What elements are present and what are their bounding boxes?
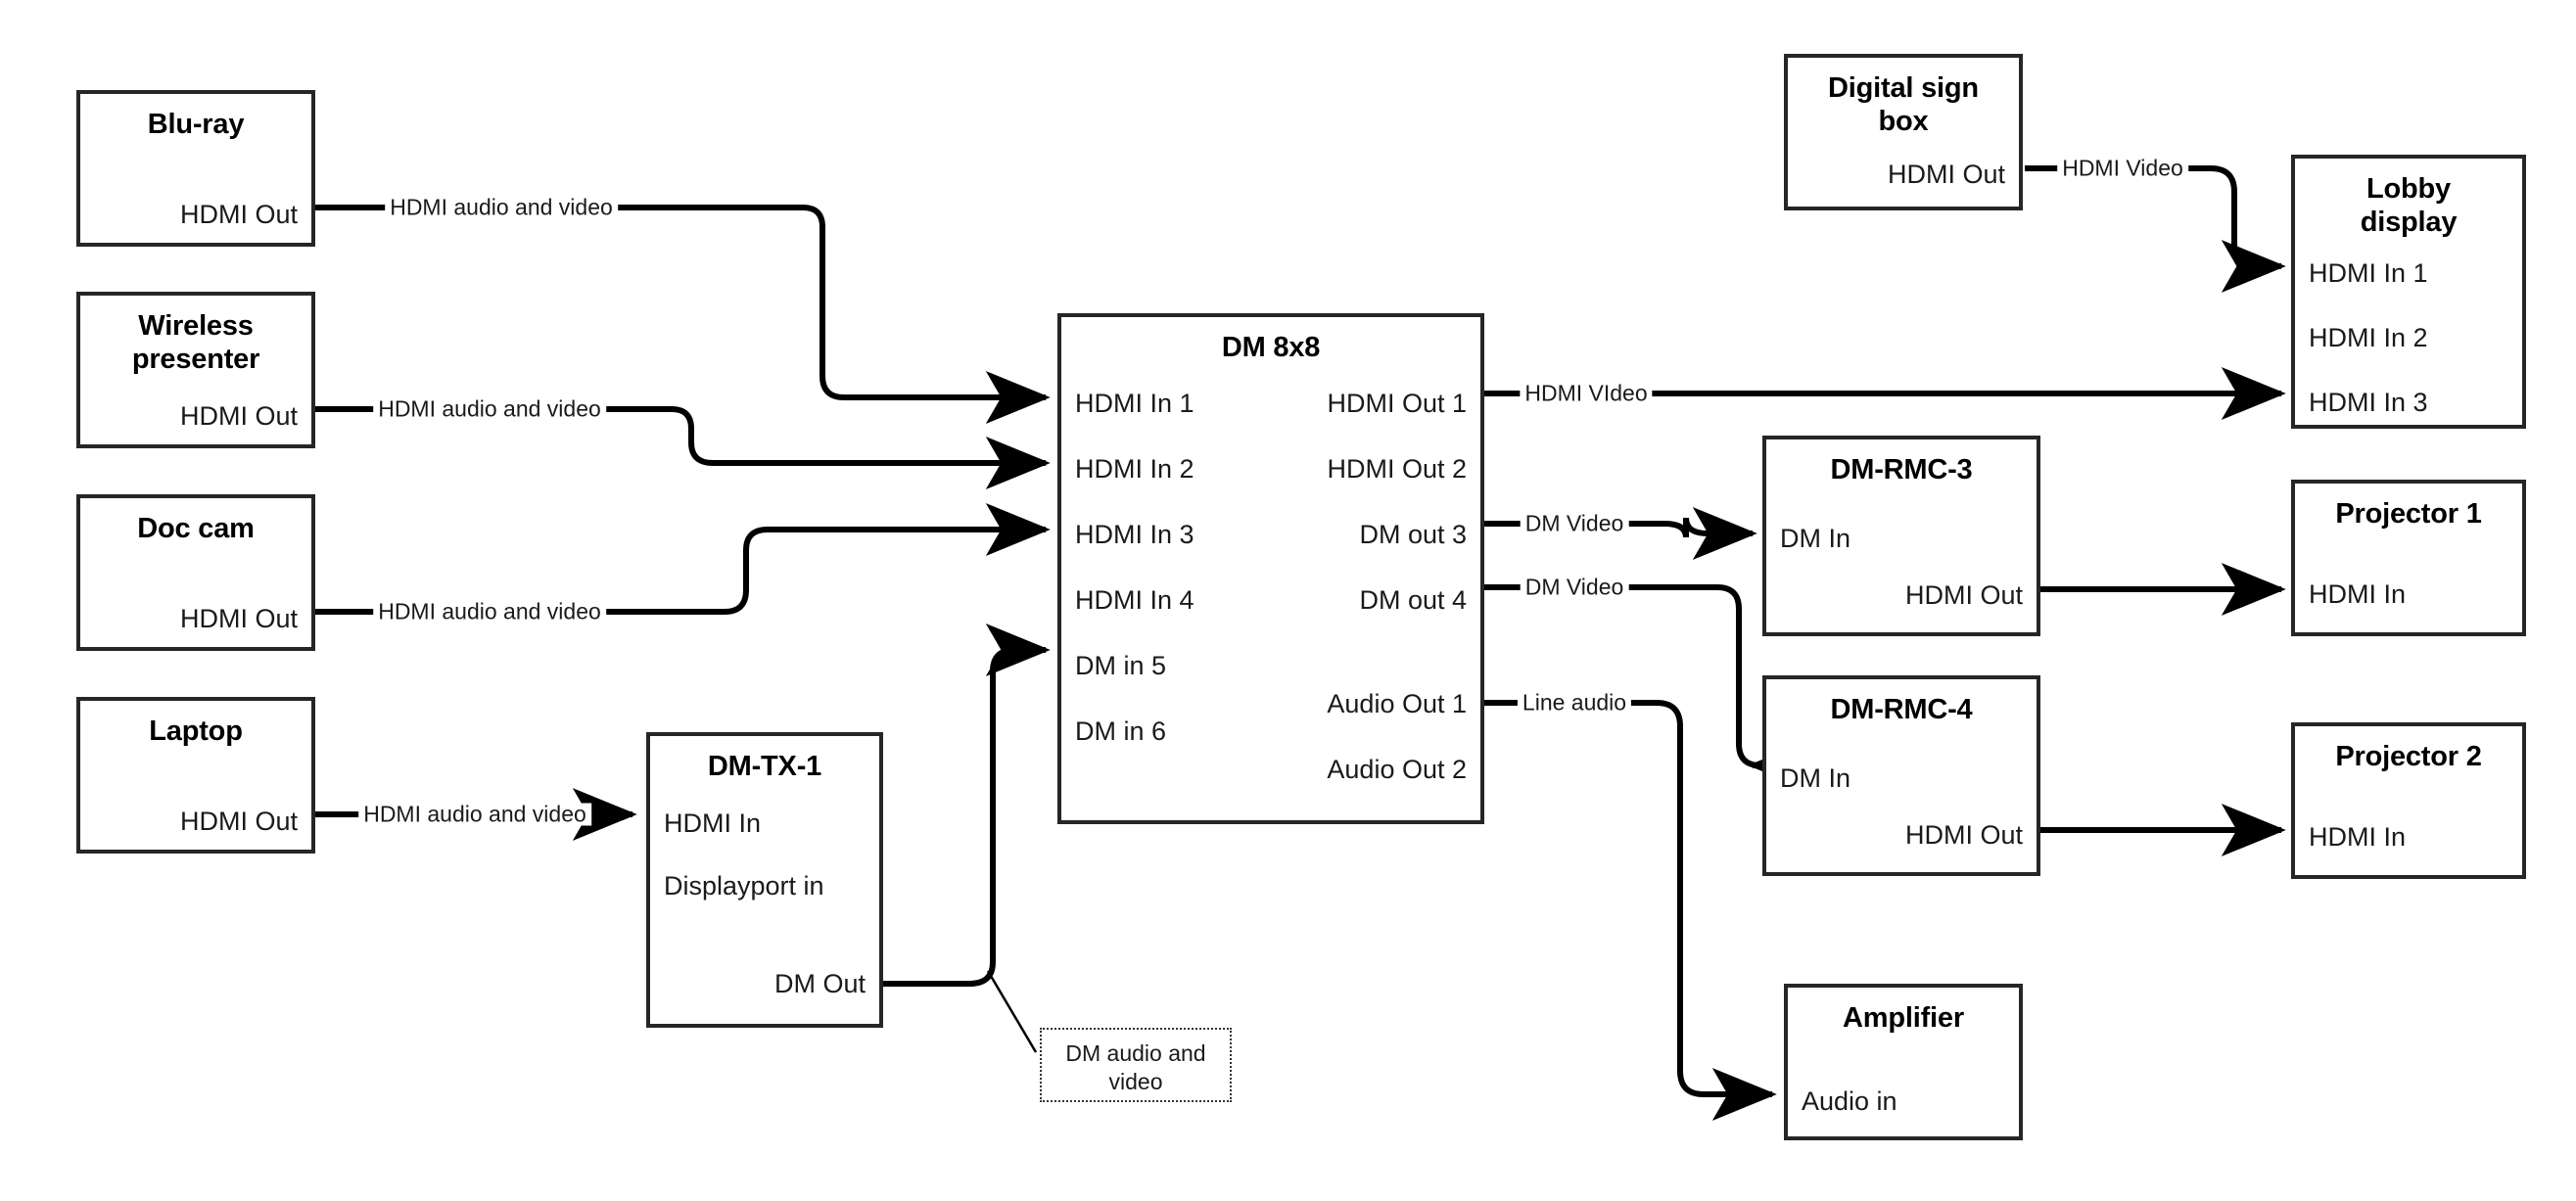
port-dm-8x8-dm-in-5: DM in 5 xyxy=(1075,651,1167,680)
callout-leader-line xyxy=(986,970,1038,1053)
device-box-wireless-presenter[interactable]: Wireless presenter HDMI Out xyxy=(76,292,315,448)
device-box-dm-8x8[interactable]: DM 8x8 HDMI In 1 HDMI In 2 HDMI In 3 HDM… xyxy=(1057,313,1484,824)
device-box-blu-ray[interactable]: Blu-ray HDMI Out xyxy=(76,90,315,247)
port-dm-rmc-3-hdmi-out: HDMI Out xyxy=(1904,580,2023,610)
port-digital-sign-box-hdmi-out: HDMI Out xyxy=(1887,160,2005,189)
port-dm-tx-1-displayport-in: Displayport in xyxy=(664,871,824,901)
port-dm-8x8-hdmi-in-1: HDMI In 1 xyxy=(1075,389,1194,418)
port-doc-cam-hdmi-out: HDMI Out xyxy=(179,604,298,633)
box-title-wireless-presenter-line1: Wireless xyxy=(138,310,254,342)
port-dm-rmc-4-dm-in: DM In xyxy=(1780,763,1851,793)
port-wireless-presenter-hdmi-out: HDMI Out xyxy=(179,401,298,431)
port-dm-8x8-audio-out-2: Audio Out 2 xyxy=(1327,755,1467,784)
port-dm-8x8-dm-out-4: DM out 4 xyxy=(1359,585,1467,615)
port-dm-8x8-hdmi-in-4: HDMI In 4 xyxy=(1075,585,1194,615)
wire-label-wireless-to-dm: HDMI audio and video xyxy=(373,397,606,421)
port-dm-tx-1-dm-out: DM Out xyxy=(773,969,866,998)
box-title-digital-sign-box-line2: box xyxy=(1878,106,1929,138)
wire-label-dm-out3-to-rmc3: DM Video xyxy=(1520,512,1629,535)
port-dm-8x8-dm-in-6: DM in 6 xyxy=(1075,716,1167,746)
device-box-laptop[interactable]: Laptop HDMI Out xyxy=(76,697,315,854)
box-title-blu-ray: Blu-ray xyxy=(147,109,245,140)
device-box-digital-sign-box[interactable]: Digital sign box HDMI Out xyxy=(1784,54,2023,210)
box-title-wireless-presenter-line2: presenter xyxy=(131,344,260,376)
box-title-amplifier: Amplifier xyxy=(1843,1002,1964,1034)
callout-text-line1: DM audio and xyxy=(1065,1040,1206,1066)
wire-label-dm-audioout1-to-amp: Line audio xyxy=(1517,691,1632,715)
port-amplifier-audio-in: Audio in xyxy=(1802,1086,1897,1116)
port-projector-2-hdmi-in: HDMI In xyxy=(2309,822,2407,852)
wire-dm-out4-to-rmc4 xyxy=(1484,584,1813,792)
box-title-projector-1: Projector 1 xyxy=(2335,498,2482,530)
callout-dm-audio-and-video: DM audio and video xyxy=(1040,1028,1232,1102)
wire-label-bluray-to-dm: HDMI audio and video xyxy=(385,196,618,219)
box-title-laptop: Laptop xyxy=(149,716,243,747)
box-title-projector-2: Projector 2 xyxy=(2335,741,2482,772)
box-title-lobby-display-line2: display xyxy=(2360,207,2458,239)
port-dm-tx-1-hdmi-in: HDMI In xyxy=(664,808,762,838)
device-box-projector-2[interactable]: Projector 2 HDMI In xyxy=(2291,722,2526,879)
callout-text-line2: video xyxy=(1108,1068,1163,1094)
port-lobby-display-hdmi-in-1: HDMI In 1 xyxy=(2309,258,2428,288)
wire-label-dm-hdmiout1-to-lobby: HDMI VIdeo xyxy=(1520,382,1653,405)
wire-label-signbox-to-lobby: HDMI Video xyxy=(2057,157,2188,180)
port-dm-8x8-hdmi-out-2: HDMI Out 2 xyxy=(1327,454,1467,484)
box-title-doc-cam: Doc cam xyxy=(137,513,255,544)
port-dm-8x8-hdmi-out-1: HDMI Out 1 xyxy=(1327,389,1467,418)
device-box-amplifier[interactable]: Amplifier Audio in xyxy=(1784,984,2023,1140)
box-title-dm-tx-1: DM-TX-1 xyxy=(707,751,822,782)
port-laptop-hdmi-out: HDMI Out xyxy=(179,807,298,836)
wire-signbox-to-lobby-in1 xyxy=(2025,165,2286,293)
port-dm-rmc-4-hdmi-out: HDMI Out xyxy=(1904,820,2023,850)
port-dm-8x8-dm-out-3: DM out 3 xyxy=(1359,520,1467,549)
port-dm-8x8-hdmi-in-2: HDMI In 2 xyxy=(1075,454,1194,484)
port-dm-8x8-hdmi-in-3: HDMI In 3 xyxy=(1075,520,1194,549)
wire-dm-audioout1-to-amp xyxy=(1484,700,1777,1121)
box-title-digital-sign-box-line1: Digital sign xyxy=(1828,72,1979,104)
device-box-dm-tx-1[interactable]: DM-TX-1 HDMI In Displayport in DM Out xyxy=(646,732,883,1028)
device-box-projector-1[interactable]: Projector 1 HDMI In xyxy=(2291,480,2526,636)
wire-tx-dmout-to-dm-in5 xyxy=(883,624,1051,987)
port-lobby-display-hdmi-in-2: HDMI In 2 xyxy=(2309,323,2428,352)
port-projector-1-hdmi-in: HDMI In xyxy=(2309,579,2407,609)
port-lobby-display-hdmi-in-3: HDMI In 3 xyxy=(2309,388,2428,417)
box-title-lobby-display-line1: Lobby xyxy=(2366,173,2451,205)
device-box-doc-cam[interactable]: Doc cam HDMI Out xyxy=(76,494,315,651)
device-box-lobby-display[interactable]: Lobby display HDMI In 1 HDMI In 2 HDMI I… xyxy=(2291,155,2526,429)
wire-label-doccam-to-dm: HDMI audio and video xyxy=(373,600,606,624)
box-title-dm-rmc-3: DM-RMC-3 xyxy=(1830,454,1973,485)
device-box-dm-rmc-3[interactable]: DM-RMC-3 DM In HDMI Out xyxy=(1762,436,2040,636)
port-blu-ray-hdmi-out: HDMI Out xyxy=(179,200,298,229)
wire-bluray-to-dm-in1 xyxy=(315,205,1051,424)
wire-label-dm-out4-to-rmc4: DM Video xyxy=(1520,576,1629,599)
box-title-dm-rmc-4: DM-RMC-4 xyxy=(1830,694,1973,725)
box-title-dm-8x8: DM 8x8 xyxy=(1221,332,1321,363)
device-box-dm-rmc-4[interactable]: DM-RMC-4 DM In HDMI Out xyxy=(1762,675,2040,876)
wire-label-laptop-to-tx: HDMI audio and video xyxy=(358,803,591,826)
port-dm-rmc-3-dm-in: DM In xyxy=(1780,524,1851,553)
port-dm-8x8-audio-out-1: Audio Out 1 xyxy=(1327,689,1467,718)
